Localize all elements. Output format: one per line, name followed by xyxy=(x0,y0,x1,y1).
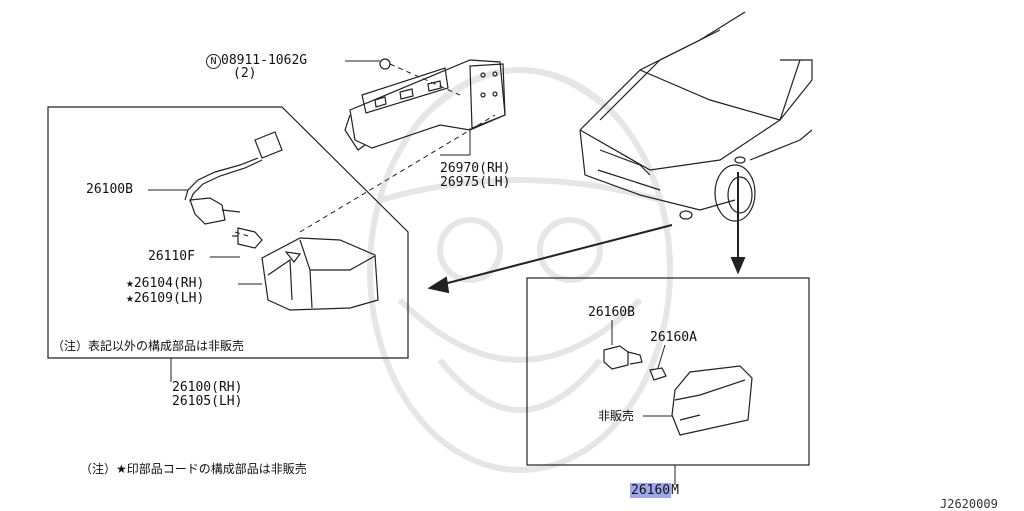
diagram-code: J2620009 xyxy=(940,497,998,511)
socket-drawing xyxy=(184,131,283,225)
fog-lamp-drawing xyxy=(261,237,379,311)
leader-lines xyxy=(148,60,676,485)
side-lamp-part-suffix: M xyxy=(671,483,679,498)
side-bulb-label: 26160A xyxy=(650,330,697,345)
bracket-rh-label: 26970(RH) xyxy=(440,161,511,176)
lamp-rh-label: ★26104(RH) xyxy=(126,276,205,291)
side-lamp-parts xyxy=(603,345,753,436)
not-sold-label: 非販売 xyxy=(598,409,635,423)
side-lamp-box xyxy=(526,277,810,466)
assembly-dashes xyxy=(234,63,496,237)
assy-rh-label: 26100(RH) xyxy=(172,380,243,395)
car-drawing xyxy=(579,11,813,222)
fog-lamp-box xyxy=(47,106,409,359)
n-circle-icon: N xyxy=(206,54,221,69)
arrows xyxy=(427,172,746,294)
side-lamp-part-number[interactable]: 26160M xyxy=(630,483,679,498)
bulb-drawing xyxy=(232,227,263,249)
bracket-lh-label: 26975(LH) xyxy=(440,175,511,190)
box-note: （注）表記以外の構成部品は非販売 xyxy=(52,339,245,353)
socket-label: 26100B xyxy=(86,182,133,197)
bulb-label: 26110F xyxy=(148,249,195,264)
side-lamp-part-highlight[interactable]: 26160 xyxy=(630,483,672,498)
nut-part-text: 08911-1062G xyxy=(221,53,308,68)
side-socket-label: 26160B xyxy=(588,305,635,320)
bottom-note: （注）★印部品コードの構成部品は非販売 xyxy=(80,462,307,476)
watermark-emblem xyxy=(367,67,673,473)
assy-lh-label: 26105(LH) xyxy=(172,394,243,409)
lamp-lh-label: ★26109(LH) xyxy=(126,291,205,306)
bracket-drawing xyxy=(344,58,506,151)
nut-quantity: (2) xyxy=(233,66,257,81)
